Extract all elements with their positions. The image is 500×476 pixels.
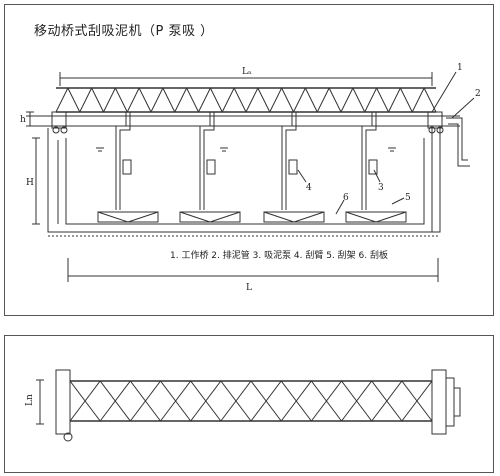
suction-pipes: [115, 112, 378, 210]
front-elevation-frame: [4, 4, 494, 316]
dim-ln-side-label: Ln: [25, 394, 35, 406]
left-end-truck: [51, 111, 67, 129]
callout-5: 5: [405, 193, 411, 203]
drawing-title: 移动桥式刮吸泥机（P 泵吸 ）: [34, 24, 214, 39]
right-end-beam: [431, 369, 447, 435]
tank-inner: [65, 138, 425, 225]
tank-left-wall: [47, 128, 58, 233]
dim-l-label: L: [246, 283, 252, 293]
discharge-pipe: [446, 117, 468, 161]
component-legend: 1. 工作桥 2. 排泥管 3. 吸泥泵 4. 刮臂 5. 刮架 6. 刮板: [170, 251, 388, 261]
plan-view-drawing: [36, 369, 461, 442]
dim-h-small-label: h: [20, 115, 26, 125]
callout-4: 4: [306, 183, 312, 193]
plan-view-frame: [4, 335, 494, 473]
tank-right-wall: [431, 128, 441, 233]
dim-ln-label: Lₙ: [242, 67, 252, 77]
dim-h-big-label: H: [26, 178, 34, 188]
callout-2: 2: [475, 89, 481, 99]
truss-web: [55, 87, 437, 113]
right-drive-unit: [445, 377, 455, 427]
callout-3: 3: [378, 183, 384, 193]
callout-6: 6: [343, 193, 349, 203]
left-end-beam: [55, 369, 71, 435]
right-end-truck: [427, 111, 443, 129]
callout-1: 1: [457, 63, 463, 73]
scraper-units: [97, 211, 407, 223]
